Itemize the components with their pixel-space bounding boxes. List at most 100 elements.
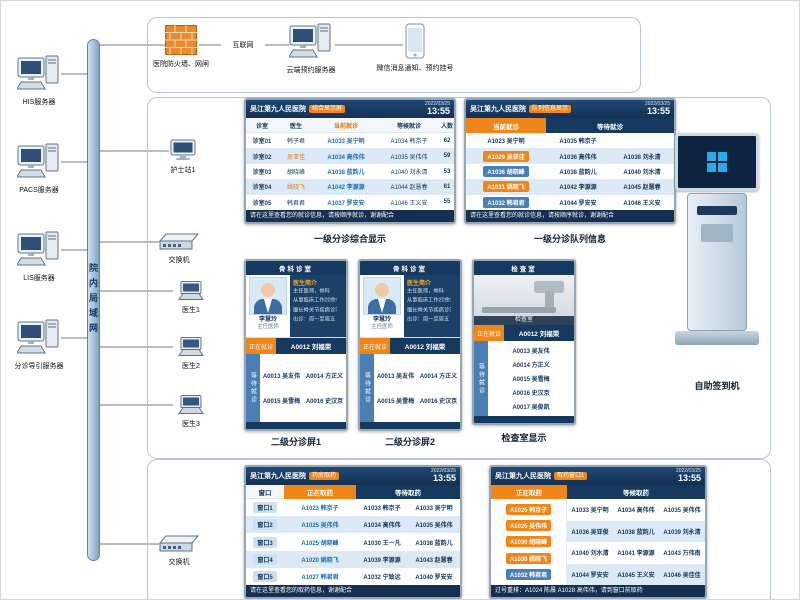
waiting-entry: A1046 吴佳佳: [663, 572, 701, 579]
current-label: 正在就诊: [360, 338, 390, 354]
patient-chip: A1029 吴亚佳: [483, 150, 529, 162]
doctor2-laptop: 医生2: [171, 337, 211, 371]
intro-line: 擅长骨关节疾病诊治: [407, 307, 451, 313]
waiting-entry: A1041 李源源: [617, 551, 655, 558]
windows-logo-icon: [707, 152, 727, 172]
current-cell: A1020 姚晓飞: [301, 557, 339, 564]
laptop-icon: [178, 395, 204, 414]
current-cell: A1025 胡晓峰: [301, 540, 339, 547]
waiting-cell: A1035 韩京子: [546, 136, 674, 145]
switch-label: 交换机: [168, 559, 190, 566]
cell: A1044 赵慧春: [390, 185, 428, 192]
screen-header: 吴江第九人民医院 队列信息显示 2022/03/25 13:55: [466, 100, 674, 118]
hospital-name: 吴江第九人民医院: [495, 473, 551, 480]
waiting-entry: A0013 吴友伟: [262, 373, 301, 380]
waiting-entry: A1033 韩京子: [363, 506, 401, 513]
room-title: 检查室: [474, 261, 574, 275]
screen-exam-room: 检查室 检查室 正在就诊 A0012 刘福荣 等待就诊 A0013 吴友伟 A0…: [472, 259, 576, 425]
cell: 61: [443, 183, 451, 190]
waiting-entry: A0016 史汉京: [305, 399, 344, 406]
waiting-band: 等待就诊 A0013 吴友伟 A0014 方正义 A0015 吴雪梅 A0016…: [360, 354, 460, 422]
current-cell: A1029 吴亚佳: [466, 150, 546, 162]
screen-second-triage-2: 骨科诊室 李慧玲 主任医师 医生简介 主任医师，骨科 从事临床工作20余年 擅长…: [358, 259, 462, 431]
col-header: 等候取药: [567, 485, 705, 499]
current-label: 正在就诊: [474, 325, 504, 341]
room-title: 骨科诊室: [246, 261, 346, 275]
doctor-label: 医生2: [182, 363, 200, 370]
desktop-icon: [16, 143, 59, 178]
current-cell: A1031 姚晓飞: [466, 181, 546, 193]
datetime: 2022/03/25 13:55: [425, 102, 450, 116]
cell: A1038 蓝韵儿: [327, 170, 365, 177]
col-header: 窗口: [246, 485, 284, 499]
doctor-name: 李慧玲: [258, 317, 277, 323]
time-label: 13:55: [426, 106, 450, 116]
waiting-pickup-grid: A1033 吴宁明 A1034 高伟伟 A1035 吴伟伟 A1036 吴亚俊 …: [567, 499, 705, 585]
date-label: 2022/03/25: [675, 468, 701, 474]
monitor-icon: [170, 139, 196, 160]
waiting-grid: A0013 吴友伟 A0014 方正义 A0015 吴雪梅 A0016 史汉京: [374, 354, 460, 422]
current-cell: A1025 吴伟伟: [301, 523, 339, 530]
table-row: 诊室03 胡晓峰 A1038 蓝韵儿 A1040 刘永清 53: [246, 164, 454, 179]
col-header: 诊室: [255, 123, 268, 130]
waiting-band: 等待就诊 A0013 吴友伟 A0014 方正义 A0015 吴雪梅 A0016…: [474, 341, 574, 416]
pickup-body: A1025 韩京子 A1025 吴伟伟 A1030 胡晓峰 A1030 姚晓飞 …: [491, 499, 705, 585]
server-label: 分诊导引服务器: [14, 363, 64, 370]
firewall: 医院防火墙、网闸: [139, 25, 223, 69]
datetime: 2022/03/25 13:55: [676, 469, 701, 483]
intro-heading: 医生简介: [293, 281, 318, 287]
kiosk-card-reader: [701, 224, 733, 242]
grid-row: A1036 吴亚俊 A1038 蓝韵儿 A1039 刘永清: [567, 520, 705, 542]
cell: 62: [443, 137, 451, 144]
cell: A1034 韩京子: [390, 139, 428, 146]
waiting-entry: A1044 罗安安: [559, 200, 597, 207]
caption-screen-a: 一级分诊综合显示: [313, 234, 386, 244]
time-label: 13:55: [646, 106, 670, 116]
doctor-photo-col: 李慧玲 主任医师: [360, 275, 404, 337]
switch-mid: 交换机: [155, 233, 203, 265]
waiting-entry: A1040 刘水清: [571, 551, 609, 558]
window-cell: 窗口2: [246, 519, 284, 531]
grid-row: A1044 罗安安 A1045 王义安 A1046 吴佳佳: [567, 563, 705, 585]
cell: 吴亚佳: [286, 154, 305, 161]
col-header: 等候就诊: [396, 123, 421, 130]
screen-second-triage-1: 骨科诊室 李慧玲 主任医师 医生简介 主任医师，骨科 从事临床工作20余年 擅长…: [244, 259, 348, 431]
waiting-entry: A1033 吴宁明: [571, 508, 609, 515]
cell: A1035 吴伟伟: [390, 154, 428, 161]
waiting-entry: A1036 吴亚俊: [571, 529, 609, 536]
nurse-station-label: 护士站1: [170, 167, 196, 174]
cell: A1034 高伟伟: [327, 154, 365, 161]
waiting-entry: A1040 刘水清: [623, 170, 661, 177]
waiting-entry: A1035 吴伟伟: [663, 508, 701, 515]
cell: 姚晓飞: [286, 185, 305, 192]
intro-line: 出诊：周一至周五: [407, 316, 450, 323]
switch-label: 交换机: [168, 257, 190, 264]
current-band: 正在就诊 A0012 刘福荣: [246, 338, 346, 354]
waiting-entry: A0017 吴俊凯: [512, 405, 550, 411]
desktop-icon: [16, 319, 59, 354]
intro-line: 主任医师，骨科: [407, 288, 444, 295]
table-header: 窗口 正在取药 等待取药: [246, 485, 460, 499]
cell: 韩子君: [286, 139, 305, 146]
desktop-icon: [16, 55, 59, 90]
cloud-booking-server: 云端预约服务器: [273, 23, 349, 75]
waiting-entry: A0015 吴雪梅: [262, 399, 301, 406]
current-cell: A1023 韩京子: [301, 506, 339, 513]
internet-label: 互联网: [232, 42, 254, 49]
server-label: PACS服务器: [19, 187, 59, 194]
col-header: 等待就诊: [546, 118, 674, 133]
hospital-lan-bus: 院内局域网: [87, 39, 100, 561]
switch-icon: [158, 535, 200, 552]
current-patient: A0012 刘福荣: [504, 325, 574, 341]
doctor-title: 主任医师: [257, 324, 279, 330]
screen-footer: [246, 422, 346, 429]
